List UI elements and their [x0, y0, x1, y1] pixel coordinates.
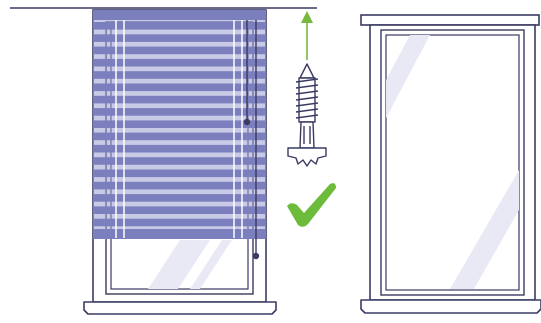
blind-slat [93, 120, 266, 128]
blind-slat [93, 144, 266, 153]
window-blind [93, 10, 266, 260]
blind-slat [93, 83, 266, 92]
blind-slat [93, 22, 266, 30]
wall-plug-icon [287, 63, 327, 167]
screw-tip [299, 63, 315, 79]
arrow-head [301, 11, 313, 23]
right-window [360, 14, 541, 314]
left-glass-reflection-2 [190, 240, 232, 289]
left-glass-reflection [148, 240, 210, 289]
blind-cord-knob [252, 252, 260, 260]
blind-slat [93, 218, 266, 227]
blind-slat [93, 169, 266, 178]
blind-slat [93, 157, 266, 165]
blind-bottom-rail [93, 229, 266, 239]
blind-slat [93, 71, 266, 79]
blind-slat [93, 132, 266, 141]
blind-slats [93, 22, 266, 227]
blind-slat [93, 206, 266, 214]
screw-thread-lines [295, 78, 319, 119]
right-window-sill [360, 299, 541, 314]
blind-slat [93, 95, 266, 104]
blind-slat [93, 58, 266, 67]
right-window-top-cap [360, 14, 540, 26]
blind-slat [93, 46, 266, 55]
plug-flange [287, 147, 327, 167]
plug-sleeve [299, 121, 315, 149]
blind-slat [93, 108, 266, 116]
blind-slat [93, 194, 266, 202]
arrow-up-icon [301, 11, 313, 60]
blind-cord-knob [243, 118, 251, 126]
checkmark-icon [287, 183, 336, 227]
blind-slat [93, 34, 266, 42]
right-glass-reflection [386, 35, 430, 118]
blind-headrail [93, 10, 266, 20]
left-window-sill [83, 301, 277, 315]
blind-slat [93, 181, 266, 190]
right-glass-reflection-2 [450, 170, 519, 289]
